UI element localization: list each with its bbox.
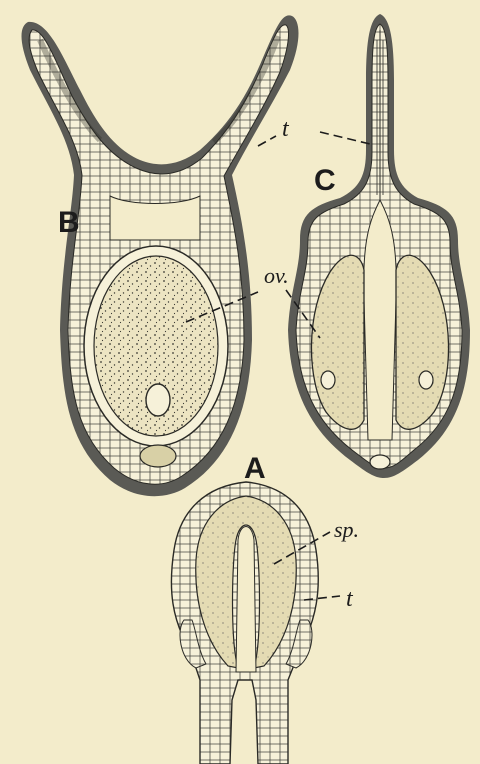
structure-a	[171, 482, 318, 764]
label-b: B	[58, 206, 80, 239]
structure-b-nucleus	[146, 384, 170, 416]
leader-t-top-c	[320, 132, 370, 144]
label-a: A	[244, 452, 266, 485]
label-c: C	[314, 164, 336, 197]
label-t-bottom: t	[346, 586, 354, 612]
label-sp: sp.	[334, 517, 359, 542]
leader-t-top	[258, 136, 276, 146]
structure-c	[288, 14, 470, 478]
structure-b	[22, 15, 299, 496]
label-ov: ov.	[264, 263, 289, 288]
label-t-top: t	[282, 116, 290, 142]
